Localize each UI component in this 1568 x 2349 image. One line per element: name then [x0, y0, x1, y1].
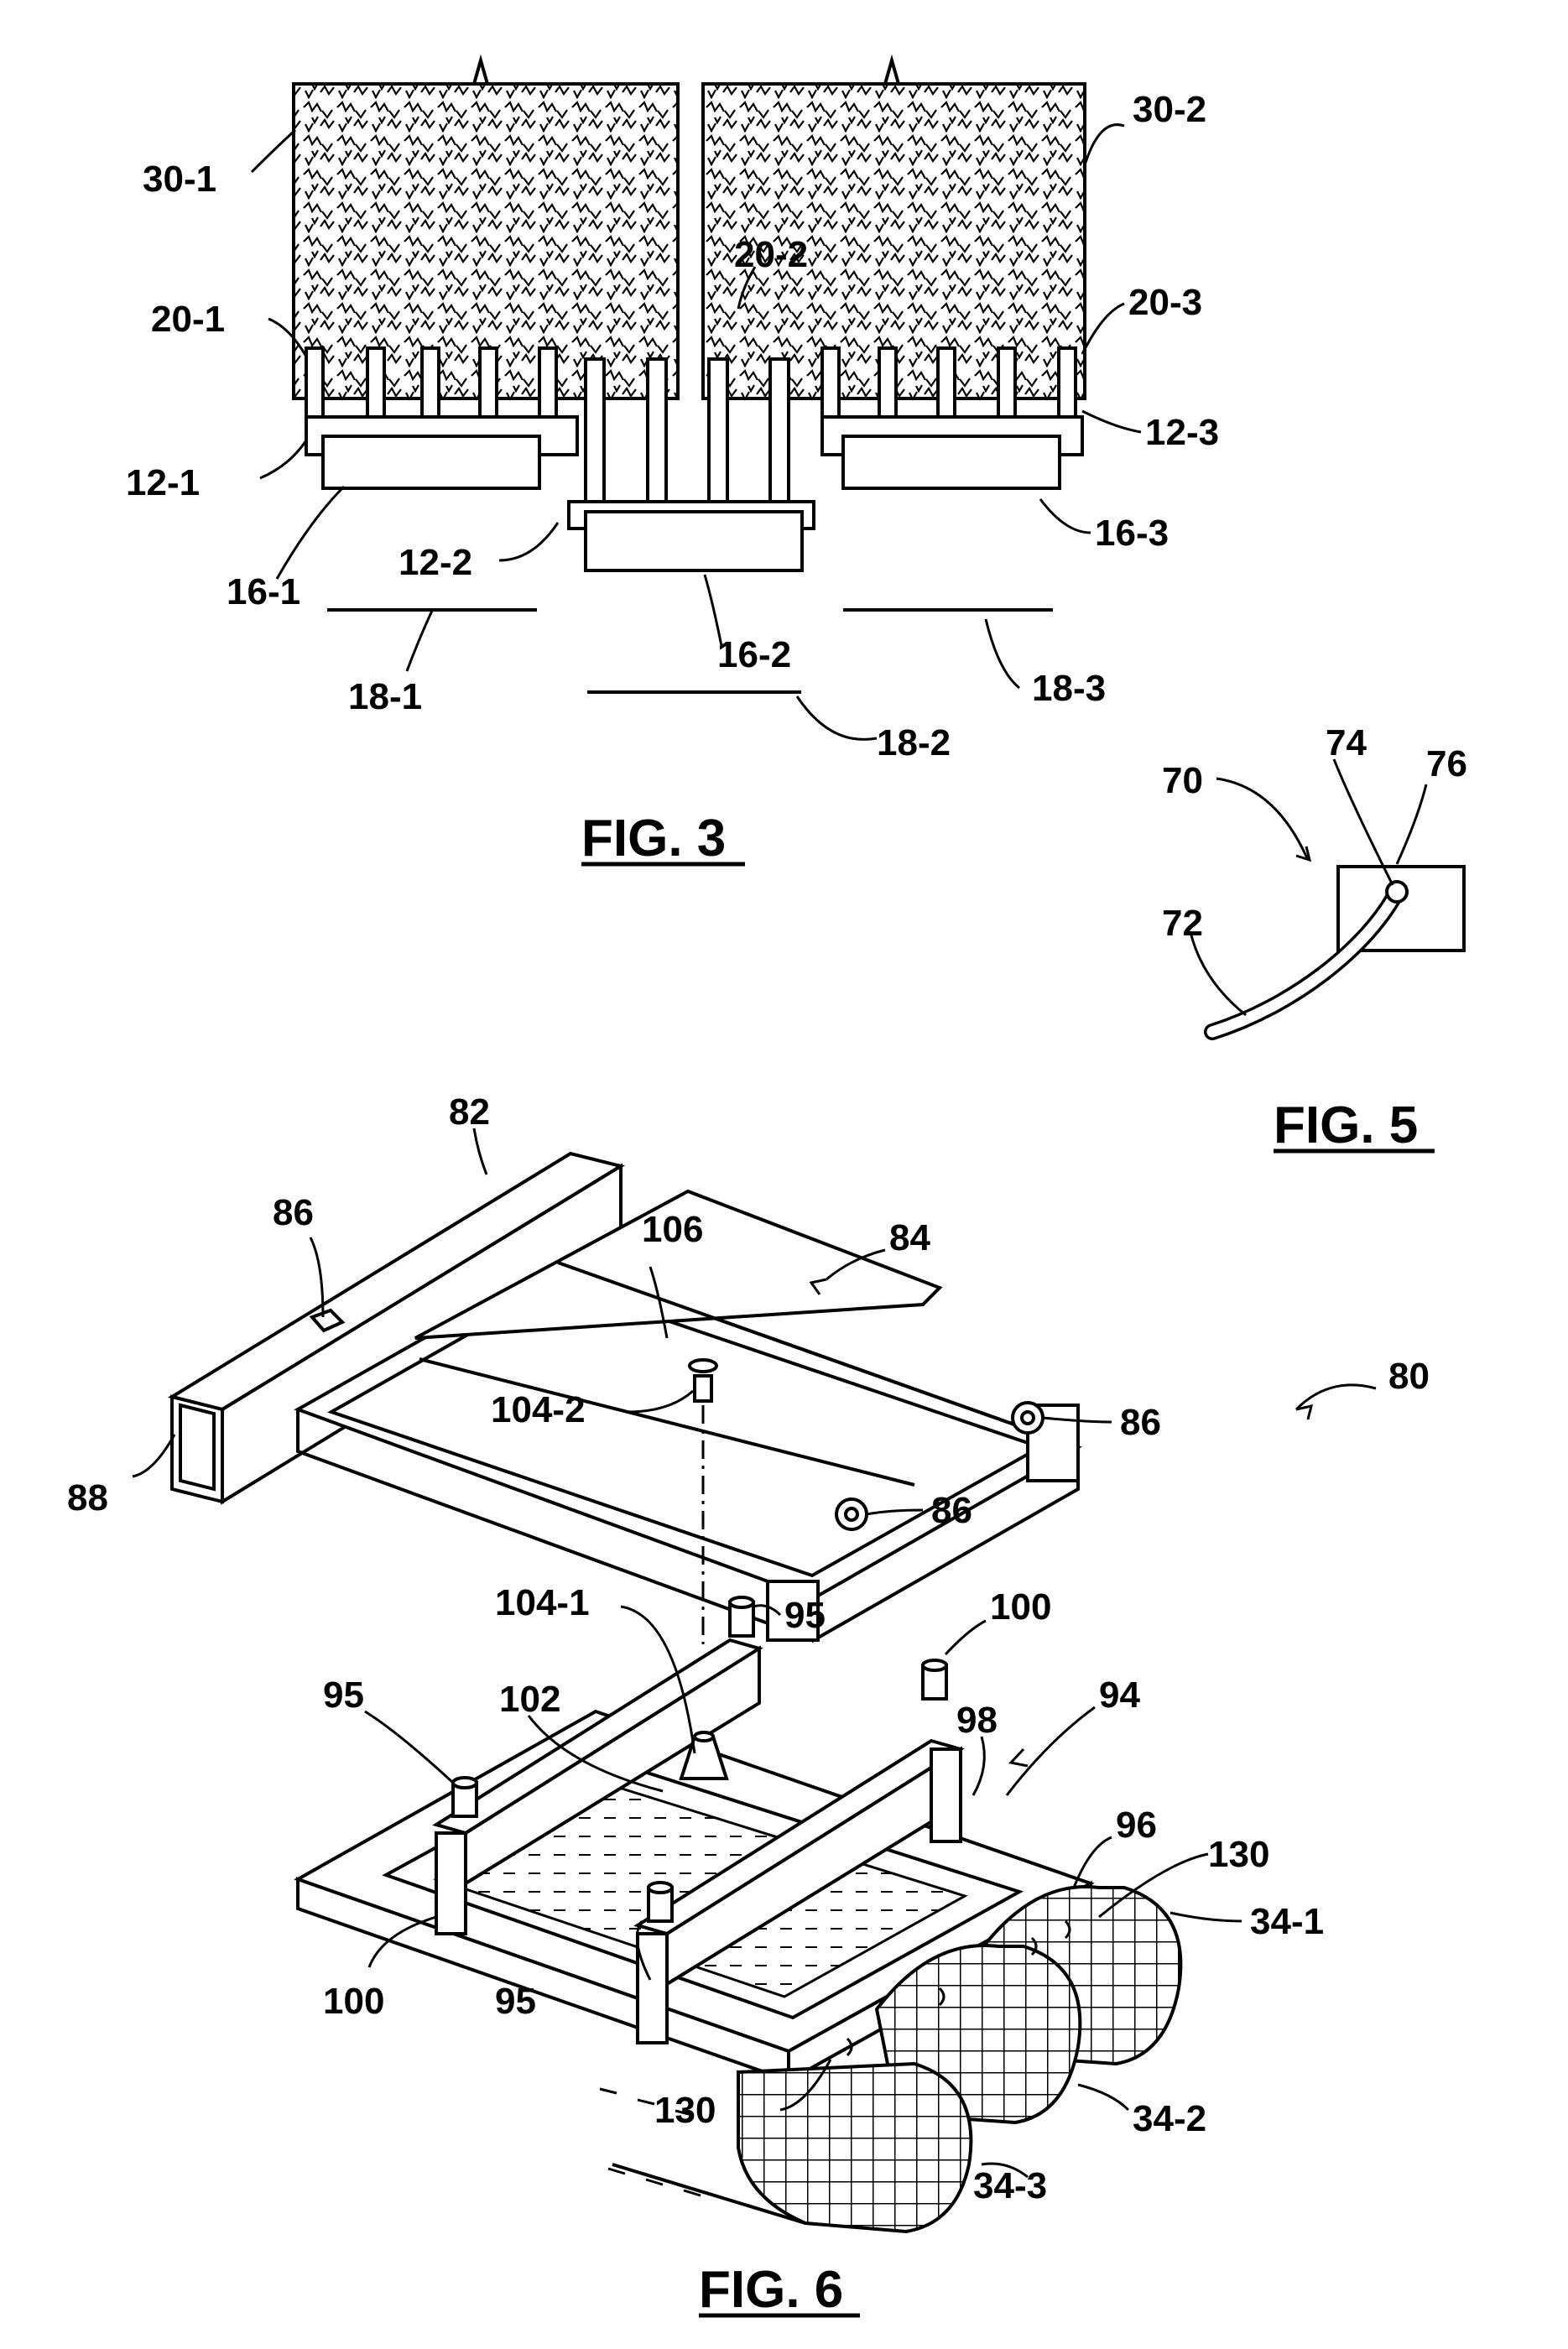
label-76: 76 — [1426, 743, 1467, 784]
label-16-3: 16-3 — [1095, 513, 1169, 554]
label-20-2: 20-2 — [734, 234, 808, 275]
label-84: 84 — [889, 1217, 930, 1258]
label-86-left: 86 — [273, 1192, 314, 1233]
fig6-drawing: 80 82 84 86 86 86 88 106 104-2 104-1 95 … — [67, 1091, 1430, 2319]
label-80: 80 — [1388, 1356, 1430, 1397]
heat-source-16-3 — [843, 436, 1060, 488]
label-18-1: 18-1 — [348, 676, 422, 717]
label-70: 70 — [1162, 760, 1203, 801]
label-34-3: 34-3 — [973, 2165, 1047, 2206]
label-72: 72 — [1162, 903, 1203, 944]
pin-104-2 — [695, 1376, 711, 1401]
fig3-drawing: 30-1 30-2 20-1 20-2 20-3 12-1 12-2 12-3 … — [126, 60, 1219, 867]
label-98: 98 — [956, 1700, 998, 1741]
label-104-2: 104-2 — [491, 1389, 586, 1430]
label-130-front: 130 — [654, 2090, 716, 2131]
label-88: 88 — [67, 1477, 108, 1518]
roller-86-right — [1013, 1403, 1043, 1433]
label-82: 82 — [449, 1091, 490, 1133]
label-16-2: 16-2 — [717, 634, 791, 675]
label-86-right: 86 — [1120, 1402, 1161, 1443]
label-96: 96 — [1116, 1805, 1157, 1846]
pivot-74 — [1387, 882, 1407, 902]
label-102: 102 — [499, 1679, 560, 1720]
label-95-left: 95 — [323, 1675, 364, 1716]
label-100-left: 100 — [323, 1981, 384, 2022]
fig3-title: FIG. 3 — [581, 810, 726, 867]
label-34-2: 34-2 — [1133, 2098, 1206, 2139]
label-12-1: 12-1 — [126, 462, 200, 503]
label-130-right: 130 — [1208, 1834, 1269, 1875]
label-74: 74 — [1326, 722, 1367, 763]
label-20-3: 20-3 — [1128, 282, 1202, 323]
label-18-3: 18-3 — [1032, 668, 1106, 709]
label-106: 106 — [642, 1209, 703, 1250]
label-104-1: 104-1 — [495, 1582, 590, 1623]
label-95-top: 95 — [784, 1595, 826, 1636]
label-86-front: 86 — [931, 1490, 972, 1531]
post-100-left — [436, 1833, 466, 1934]
heat-source-16-1 — [323, 436, 539, 488]
label-30-2: 30-2 — [1133, 89, 1206, 130]
roller-86-front — [836, 1499, 867, 1529]
label-95-front: 95 — [495, 1981, 536, 2022]
label-100-right: 100 — [990, 1586, 1051, 1628]
label-12-3: 12-3 — [1145, 412, 1219, 453]
label-12-2: 12-2 — [399, 542, 472, 583]
label-34-1: 34-1 — [1250, 1901, 1324, 1942]
post-100-right — [931, 1749, 961, 1841]
heat-source-16-2 — [586, 512, 802, 570]
label-18-2: 18-2 — [877, 722, 951, 763]
fig6-title: FIG. 6 — [699, 2261, 843, 2319]
fig5-drawing: 70 72 74 76 FIG. 5 — [1162, 722, 1467, 1154]
label-20-1: 20-1 — [151, 299, 225, 340]
label-94: 94 — [1099, 1675, 1140, 1716]
label-30-1: 30-1 — [143, 159, 216, 200]
roll-34-3 — [738, 2064, 971, 2232]
fig5-title: FIG. 5 — [1274, 1096, 1418, 1154]
label-16-1: 16-1 — [227, 571, 300, 612]
